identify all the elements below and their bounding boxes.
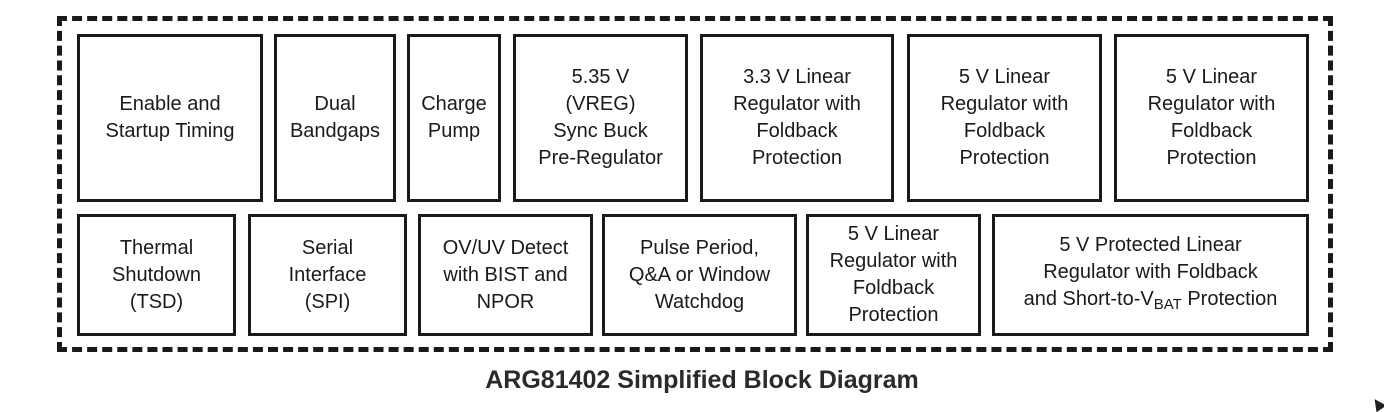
block-label: 5 V Linear Regulator with Foldback Prote… xyxy=(940,66,1069,169)
block-5v-linear-regulator-3: 5 V Linear Regulator with Foldback Prote… xyxy=(806,214,981,336)
block-3v3-linear-regulator: 3.3 V Linear Regulator with Foldback Pro… xyxy=(700,34,894,202)
block-ov-uv-detect: OV/UV Detect with BIST and NPOR xyxy=(418,214,593,336)
block-enable-startup-timing: Enable and Startup Timing xyxy=(77,34,263,202)
block-5v-linear-regulator-2: 5 V Linear Regulator with Foldback Prote… xyxy=(1114,34,1309,202)
label-suffix: Protection xyxy=(1181,288,1278,310)
label-prefix: and Short-to-V xyxy=(1023,288,1154,310)
block-label: Dual Bandgaps xyxy=(289,93,381,142)
block-label: Serial Interface (SPI) xyxy=(288,236,367,313)
block-dual-bandgaps: Dual Bandgaps xyxy=(274,34,396,202)
block-label: 5 V Linear Regulator with Foldback Prote… xyxy=(829,223,958,326)
block-label: Enable and Startup Timing xyxy=(105,93,235,142)
block-label-line: Regulator with Foldback xyxy=(1043,261,1258,283)
block-label-line: 5 V Protected Linear xyxy=(1059,234,1242,256)
block-label: 3.3 V Linear Regulator with Foldback Pro… xyxy=(733,66,861,169)
diagram-title: ARG81402 Simplified Block Diagram xyxy=(485,366,919,394)
block-serial-interface: Serial Interface (SPI) xyxy=(248,214,407,336)
block-watchdog: Pulse Period, Q&A or Window Watchdog xyxy=(602,214,797,336)
block-5v-linear-regulator-1: 5 V Linear Regulator with Foldback Prote… xyxy=(907,34,1102,202)
block-sync-buck-pre-regulator: 5.35 V (VREG) Sync Buck Pre-Regulator xyxy=(513,34,688,202)
label-subscript: BAT xyxy=(1153,296,1182,313)
block-label: Charge Pump xyxy=(421,93,487,142)
block-label: 5.35 V (VREG) Sync Buck Pre-Regulator xyxy=(538,66,663,169)
block-thermal-shutdown: Thermal Shutdown (TSD) xyxy=(77,214,236,336)
block-label-line: and Short-to-VBAT Protection xyxy=(1024,286,1278,318)
block-label: OV/UV Detect with BIST and NPOR xyxy=(442,236,569,313)
block-label: Pulse Period, Q&A or Window Watchdog xyxy=(628,236,771,313)
block-label: 5 V Protected Linear Regulator with Fold… xyxy=(1024,232,1278,318)
chip-boundary xyxy=(57,16,1333,352)
block-label: 5 V Linear Regulator with Foldback Prote… xyxy=(1147,66,1276,169)
block-label: Thermal Shutdown (TSD) xyxy=(112,236,201,313)
block-charge-pump: Charge Pump xyxy=(407,34,501,202)
block-5v-protected-linear-regulator: 5 V Protected Linear Regulator with Fold… xyxy=(992,214,1309,336)
